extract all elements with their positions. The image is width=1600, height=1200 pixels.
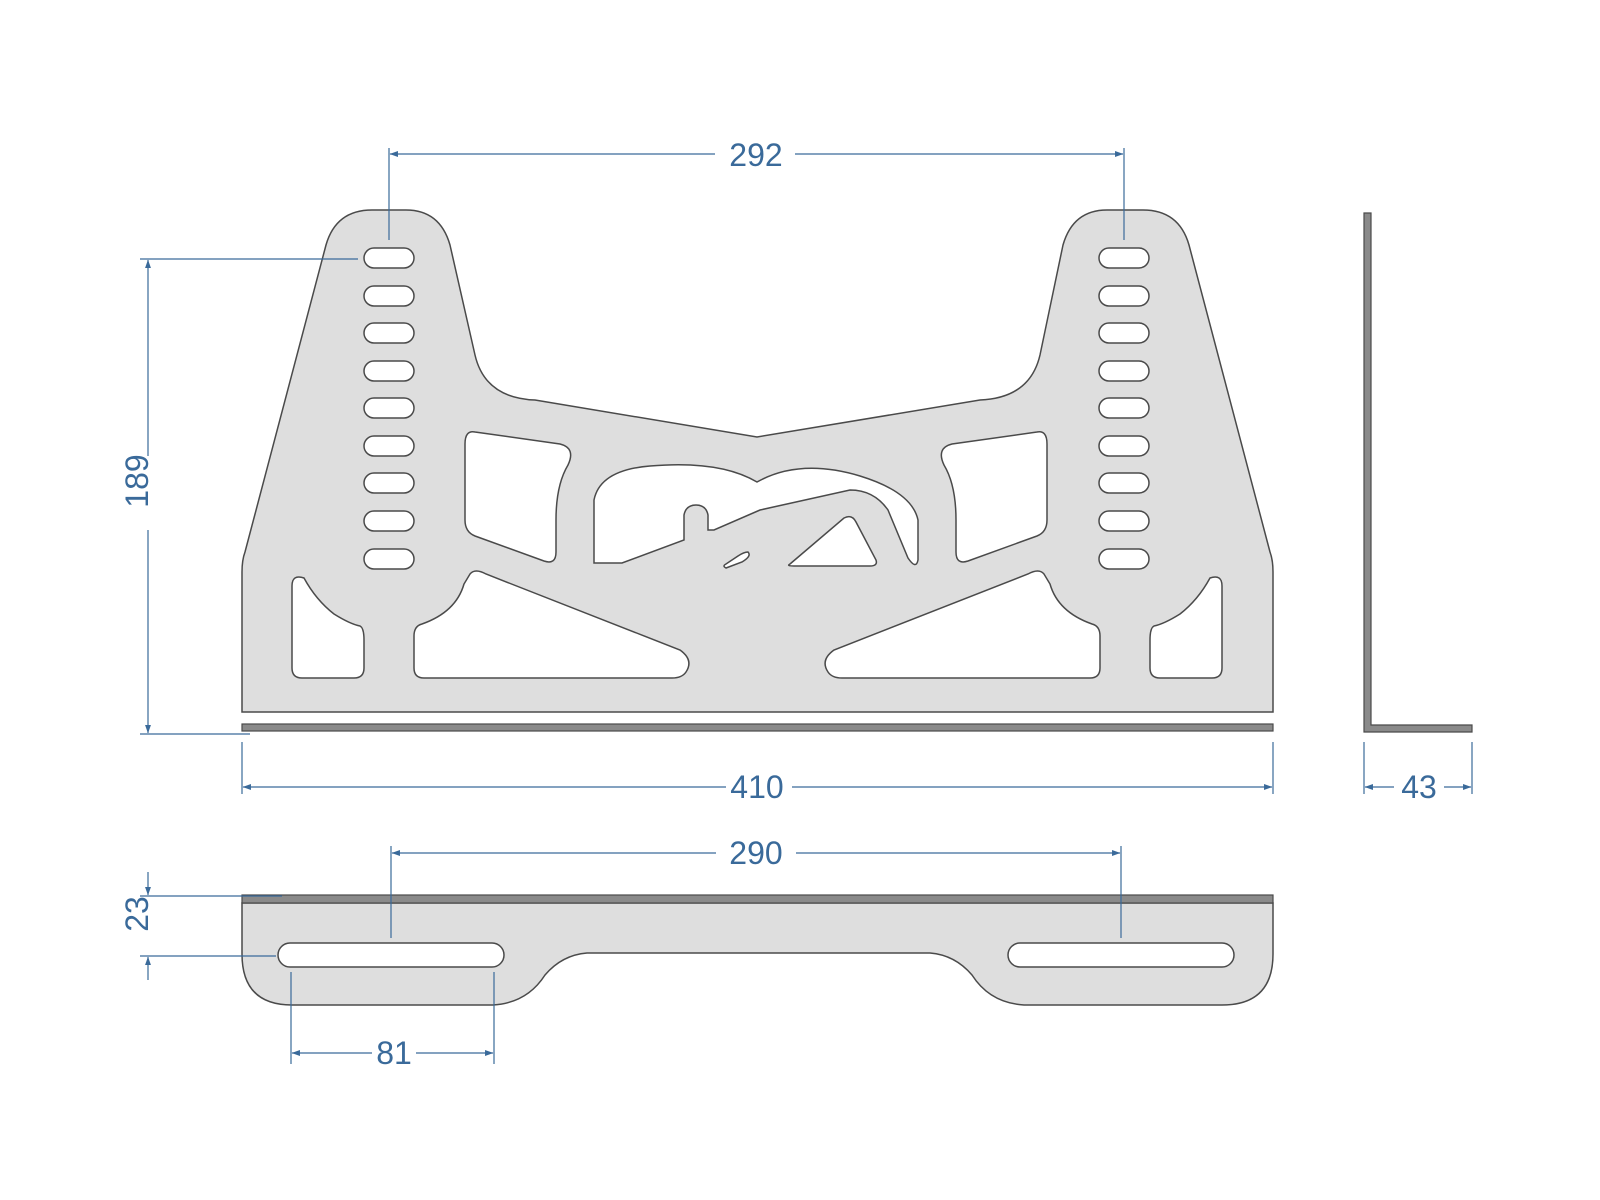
logo-cutout — [593, 463, 919, 569]
cutout-left-corner — [291, 576, 365, 679]
seat-bracket-plate — [241, 209, 1274, 713]
adjustment-slot — [1098, 322, 1150, 344]
adjustment-slot — [363, 548, 415, 570]
right-slot-column — [1098, 247, 1150, 570]
dimension-label-23: 23 — [119, 896, 155, 932]
adjustment-slot — [1098, 548, 1150, 570]
adjustment-slot — [363, 360, 415, 382]
base-plate-top-edge — [241, 894, 1274, 904]
base-mounting-slot-left — [277, 942, 505, 968]
base-plate — [241, 894, 1274, 1006]
dimension-label-290: 290 — [729, 835, 782, 871]
dimension-label-189: 189 — [119, 454, 155, 507]
adjustment-slot — [363, 472, 415, 494]
cutout-left-upper — [464, 431, 572, 563]
dimension-label-81: 81 — [376, 1035, 412, 1071]
base-mounting-slot-right — [1007, 942, 1235, 968]
adjustment-slot — [1098, 510, 1150, 532]
adjustment-slot — [1098, 472, 1150, 494]
adjustment-slot — [1098, 247, 1150, 269]
adjustment-slot — [363, 247, 415, 269]
dimension-label-410: 410 — [730, 769, 783, 805]
dimension-annotations — [140, 148, 1473, 1064]
logo-small-triangle — [787, 515, 878, 567]
side-profile-l-bracket — [1363, 212, 1473, 733]
adjustment-slot — [1098, 397, 1150, 419]
logo-main-shape — [593, 463, 919, 566]
left-slot-column — [363, 247, 415, 570]
adjustment-slot — [363, 322, 415, 344]
adjustment-slot — [1098, 285, 1150, 307]
dimension-label-292: 292 — [729, 137, 782, 173]
logo-dash — [723, 551, 750, 569]
base-plate-outline — [241, 902, 1274, 1006]
lightening-cutouts — [291, 431, 1223, 679]
dimension-labels: 292 189 410 43 290 23 81 — [119, 137, 1437, 1071]
adjustment-slot — [363, 397, 415, 419]
dimension-label-43: 43 — [1401, 769, 1437, 805]
plate-bottom-flange — [241, 723, 1274, 732]
adjustment-slot — [1098, 435, 1150, 457]
cutout-left-triangle — [413, 570, 690, 679]
cutout-right-triangle — [824, 570, 1101, 679]
cutout-right-corner — [1149, 576, 1223, 679]
adjustment-slot — [363, 435, 415, 457]
cutout-right-upper — [940, 431, 1048, 563]
adjustment-slot — [363, 510, 415, 532]
adjustment-slot — [1098, 360, 1150, 382]
adjustment-slot — [363, 285, 415, 307]
